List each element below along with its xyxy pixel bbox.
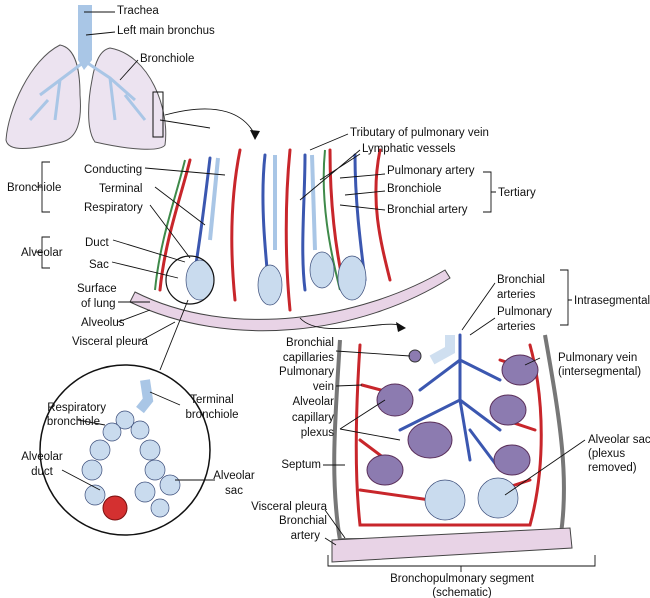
- label-surface-of-lung-2: of lung: [81, 298, 116, 310]
- arrow-icon: [250, 130, 260, 140]
- label-terminal-bronchiole-1: Terminal: [190, 394, 233, 406]
- lungs-illustration: [5, 5, 167, 150]
- label-alveolar-sac-removed-3: removed): [588, 462, 637, 474]
- bronchiole-wedge: [129, 148, 451, 332]
- label-duct: Duct: [85, 237, 109, 249]
- label-alveolar-sac-2: sac: [225, 485, 243, 497]
- label-bronchial-arteries-2: arteries: [497, 289, 536, 301]
- label-bronchial-artery: Bronchial artery: [387, 204, 468, 216]
- label-lymphatic-vessels: Lymphatic vessels: [362, 143, 456, 155]
- label-bronchopulmonary-segment-2: (schematic): [432, 587, 492, 598]
- label-terminal: Terminal: [99, 183, 142, 195]
- label-alveolar-capillary-plexus-2: capillary: [292, 412, 334, 424]
- label-pulmonary-artery: Pulmonary artery: [387, 165, 475, 177]
- label-conducting: Conducting: [84, 164, 142, 176]
- label-visceral-pleura-2: Visceral pleura: [251, 501, 327, 513]
- label-left-main-bronchus: Left main bronchus: [117, 25, 215, 37]
- label-pulmonary-vein-intersegmental-2: (intersegmental): [558, 366, 641, 378]
- label-respiratory: Respiratory: [84, 202, 143, 214]
- label-bronchiole-top: Bronchiole: [140, 53, 194, 65]
- respiratory-unit-circle: [39, 364, 211, 536]
- label-pulmonary-arteries-1: Pulmonary: [497, 306, 552, 318]
- label-alveolar-sac-removed-1: Alveolar sac: [588, 434, 650, 446]
- label-alveolar-group: Alveolar: [21, 247, 63, 259]
- alveoli-cluster: [81, 410, 181, 521]
- label-terminal-bronchiole-2: bronchiole: [185, 409, 238, 421]
- label-pulmonary-vein-intersegmental-1: Pulmonary vein: [558, 352, 637, 364]
- bronchopulmonary-segment-schematic: [331, 333, 573, 563]
- label-bronchial-artery-2-2: artery: [291, 530, 321, 542]
- label-tertiary: Tertiary: [498, 187, 536, 199]
- label-alveolar-capillary-plexus-3: plexus: [301, 427, 334, 439]
- label-bronchial-artery-2-1: Bronchial: [279, 515, 327, 527]
- label-respiratory-bronchiole-2: bronchiole: [47, 416, 100, 428]
- label-alveolar-capillary-plexus-1: Alveolar: [292, 396, 334, 408]
- label-surface-of-lung-1: Surface: [77, 283, 117, 295]
- label-bronchopulmonary-segment-1: Bronchopulmonary segment: [390, 573, 535, 585]
- label-bronchiole-group: Bronchiole: [7, 182, 61, 194]
- label-alveolar-sac-removed-2: (plexus: [588, 448, 625, 460]
- label-bronchiole-right: Bronchiole: [387, 183, 441, 195]
- label-alveolus: Alveolus: [81, 317, 125, 329]
- label-bronchial-arteries-1: Bronchial: [497, 274, 545, 286]
- label-pulmonary-vein-2: vein: [313, 381, 334, 393]
- label-intrasegmental: Intrasegmental: [574, 295, 650, 307]
- label-alveolar-duct-2: duct: [31, 466, 54, 478]
- label-tributary-pulmonary-vein: Tributary of pulmonary vein: [350, 127, 489, 139]
- label-septum: Septum: [281, 459, 321, 471]
- label-respiratory-bronchiole-1: Respiratory: [47, 402, 106, 414]
- label-alveolar-sac-1: Alveolar: [213, 470, 255, 482]
- label-alveolar-duct-1: Alveolar: [21, 451, 63, 463]
- label-visceral-pleura: Visceral pleura: [72, 336, 148, 348]
- label-sac: Sac: [89, 259, 109, 271]
- label-bronchial-capillaries-1: Bronchial: [286, 337, 334, 349]
- label-trachea: Trachea: [117, 5, 159, 17]
- label-pulmonary-arteries-2: arteries: [497, 321, 536, 333]
- label-pulmonary-vein-1: Pulmonary: [279, 366, 334, 378]
- label-bronchial-capillaries-2: capillaries: [283, 352, 334, 364]
